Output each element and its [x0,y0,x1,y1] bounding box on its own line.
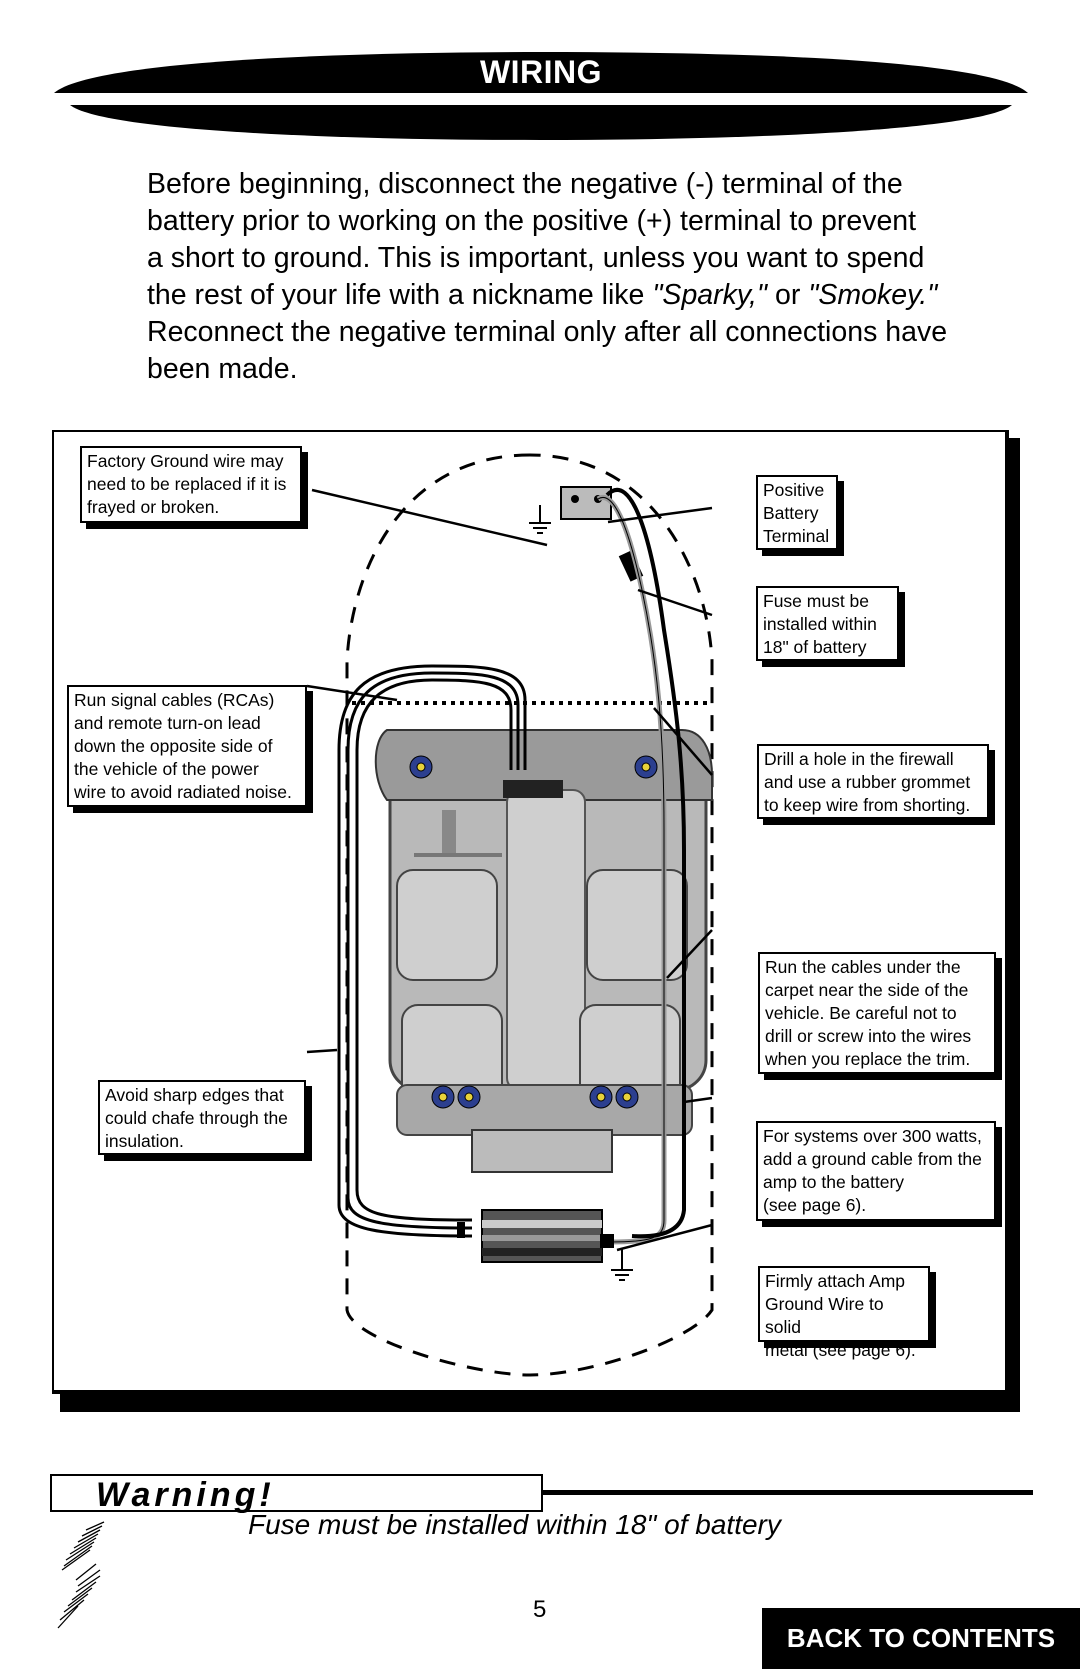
callout-line: amp to the battery [763,1172,905,1192]
callout-line: 18" of battery [763,637,867,657]
callout-amp-ground: Firmly attach Amp Ground Wire to solid m… [758,1266,930,1360]
callout-line: add a ground cable from the [763,1149,982,1169]
warning-box: Warning! [50,1474,543,1514]
callout-line: wire to avoid radiated noise. [74,782,292,802]
intro-text: or [767,279,809,311]
callout-factory-ground: Factory Ground wire may need to be repla… [80,446,302,523]
callout-positive-terminal: Positive Battery Terminal [756,475,838,550]
callout-line: Run signal cables (RCAs) [74,690,275,710]
warning-rule [543,1490,1033,1495]
intro-line: battery prior to working on the positive… [147,205,917,237]
callout-line: need to be replaced if it is [87,474,287,494]
intro-paragraph: Before beginning, disconnect the negativ… [147,166,1007,388]
leader-lines [306,488,713,1252]
callout-line: and use a rubber grommet [764,772,971,792]
callout-signal-cables: Run signal cables (RCAs) and remote turn… [67,685,307,807]
intro-line: Before beginning, disconnect the negativ… [147,168,903,200]
intro-text: the rest of your life with a nickname li… [147,279,653,311]
callout-line: For systems over 300 watts, [763,1126,982,1146]
car-interior [374,729,713,1136]
callout-line: Drill a hole in the firewall [764,749,954,769]
amplifier-icon [481,1209,603,1263]
callout-line: to keep wire from shorting. [764,795,971,815]
wiring-diagram: Factory Ground wire may need to be repla… [50,428,1020,1412]
callout-fuse: Fuse must be installed within 18" of bat… [756,586,899,661]
callout-line: Ground Wire to solid [765,1294,884,1337]
intro-line: Reconnect the negative terminal only aft… [147,316,948,348]
callout-line: drill or screw into the wires [765,1026,972,1046]
callout-line: Battery [763,503,819,523]
warning-title: Warning! [96,1476,275,1514]
intro-line: the rest of your life with a nickname li… [147,277,1007,314]
callout-line: vehicle. Be careful not to [765,1003,957,1023]
lightning-icon [56,1520,108,1632]
callout-line: Avoid sharp edges that [105,1085,284,1105]
callout-carpet: Run the cables under the carpet near the… [758,952,996,1074]
nickname-sparky: "Sparky," [652,279,768,311]
callout-line: Fuse must be [763,591,870,611]
page-title: WIRING [479,54,603,90]
rca-cables [355,678,513,1222]
speaker-icon [409,755,658,1109]
page-number: 5 [533,1596,547,1623]
callout-line: and remote turn-on lead [74,713,261,733]
back-to-contents-button[interactable]: BACK TO CONTENTS [762,1608,1080,1669]
header-banner: WIRING [52,50,1030,146]
callout-line: Positive [763,480,825,500]
callout-line: Factory Ground wire may [87,451,284,471]
callout-line: (see page 6). [763,1195,867,1215]
nickname-smokey: "Smokey." [808,279,938,311]
callout-line: carpet near the side of the [765,980,969,1000]
warning-text: Fuse must be installed within 18" of bat… [248,1509,781,1540]
ground-symbol-icon [529,505,551,534]
callout-sharp-edges: Avoid sharp edges that could chafe throu… [98,1080,306,1155]
callout-line: the vehicle of the power [74,759,259,779]
wiring-diagram-svg [50,428,1020,1412]
callout-systems-300w: For systems over 300 watts, add a ground… [756,1121,996,1221]
callout-line: insulation. [105,1131,184,1151]
callout-line: when you replace the trim. [765,1049,971,1069]
callout-line: Terminal [763,526,830,546]
ground-symbol-icon [611,1248,633,1281]
callout-line: Firmly attach Amp [765,1271,906,1291]
battery-icon [560,486,612,520]
callout-line: could chafe through the [105,1108,288,1128]
callout-line: installed within [763,614,877,634]
callout-line: down the opposite side of [74,736,273,756]
intro-line: a short to ground. This is important, un… [147,242,925,274]
callout-line: metal (see page 6). [765,1340,916,1360]
intro-line: been made. [147,353,298,385]
car-outline [345,453,714,1377]
callout-line: frayed or broken. [87,497,220,517]
callout-firewall: Drill a hole in the firewall and use a r… [757,744,989,819]
subwoofer-box [471,1129,613,1173]
banner-swoosh [54,52,1028,140]
callout-line: Run the cables under the [765,957,961,977]
ground-wire [605,487,686,1239]
